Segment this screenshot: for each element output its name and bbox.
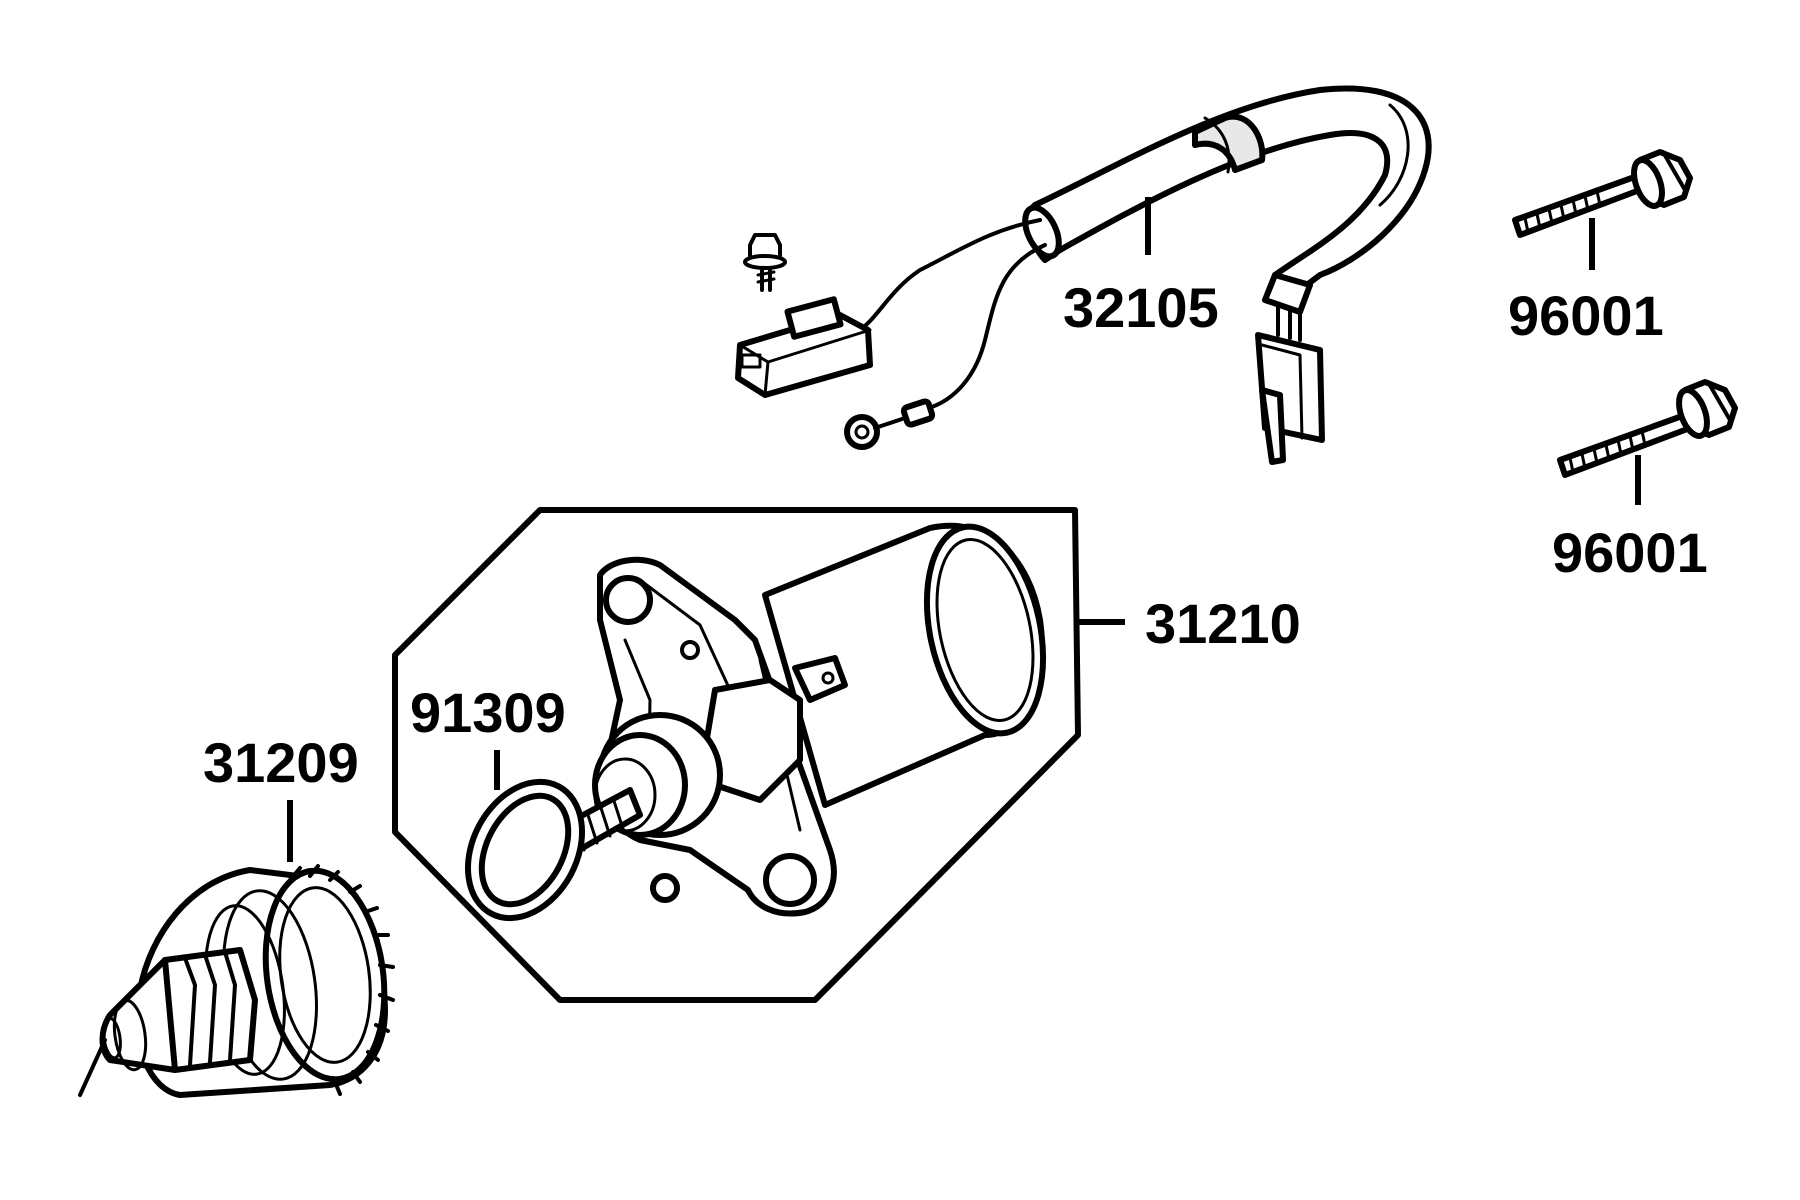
bolt-upper-drawing	[1512, 149, 1693, 238]
wiring-harness-drawing	[735, 85, 1432, 465]
assembly-frame-31210	[392, 507, 1081, 1003]
part-label-96001-upper: 96001	[1508, 284, 1664, 347]
part-label-91309: 91309	[410, 681, 566, 744]
part-label-31209: 31209	[203, 731, 359, 794]
part-label-32105: 32105	[1063, 276, 1219, 339]
starter-pinion-drawing	[78, 864, 395, 1098]
starter-motor-drawing	[545, 522, 1047, 917]
o-ring-drawing	[464, 778, 586, 922]
part-label-96001-lower: 96001	[1552, 521, 1708, 584]
part-label-31210: 31210	[1145, 592, 1301, 655]
bolt-lower-drawing	[1557, 379, 1738, 478]
